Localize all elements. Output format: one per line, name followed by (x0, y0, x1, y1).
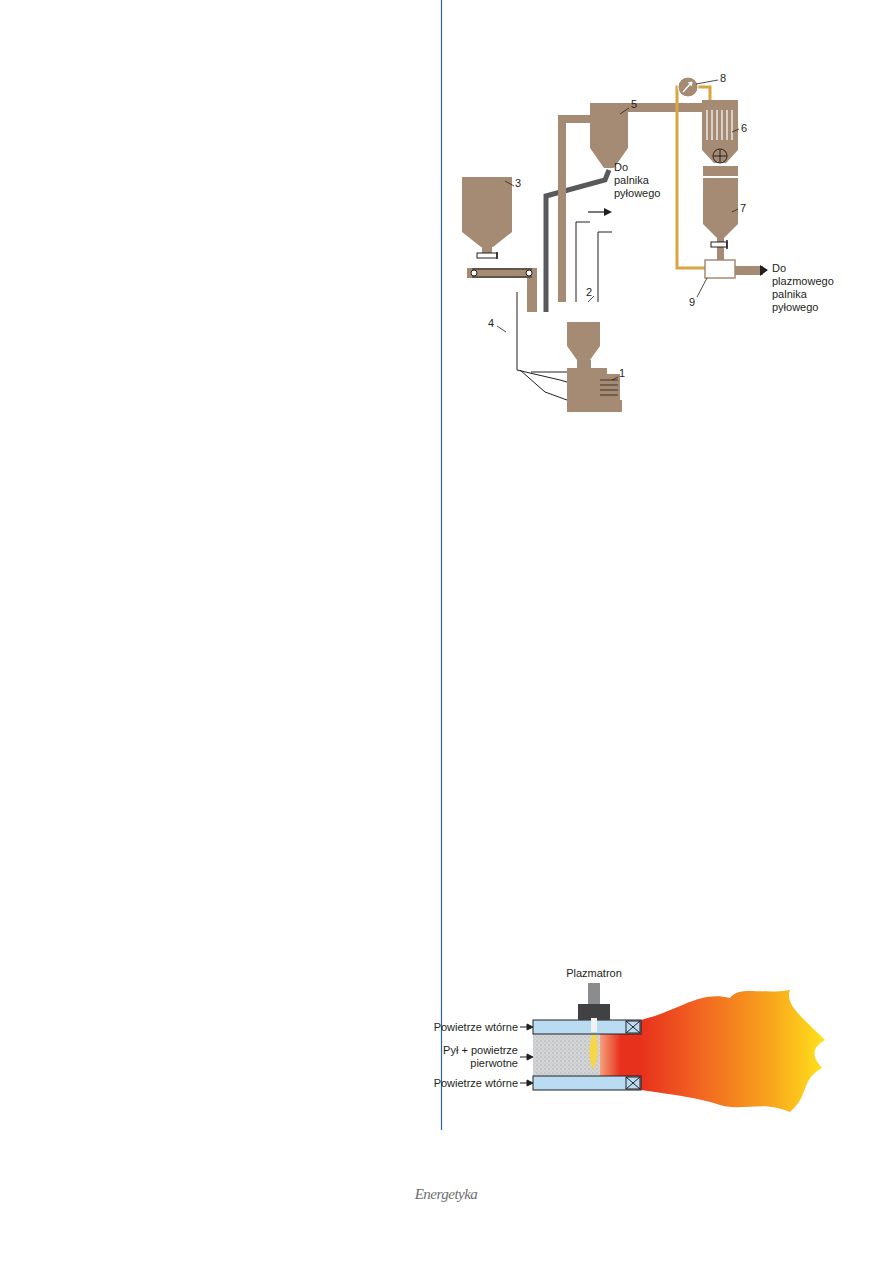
flow-label: Powietrze wtórne (434, 1077, 518, 1090)
callout-number: 8 (720, 72, 726, 85)
callout-number: 6 (741, 122, 747, 135)
callout-number: 5 (631, 98, 637, 111)
part-label: Plazmatron (566, 967, 622, 980)
filter-bag (726, 110, 727, 140)
callout-number: 4 (488, 317, 494, 330)
filter-bag (716, 110, 717, 140)
filter-bag (721, 110, 722, 140)
callout-number: 3 (515, 177, 521, 190)
callout-number: 9 (689, 296, 695, 309)
flow-label: Do plazmowego palnika pyłowego (772, 262, 834, 314)
flow-label: Powietrze wtórne (434, 1021, 518, 1034)
callout-number: 7 (740, 202, 746, 215)
flow-label: Do palnika pyłowego (614, 161, 660, 200)
filter-bag (711, 110, 712, 140)
filter-bag (706, 110, 707, 140)
filter-bag (731, 110, 732, 140)
callout-number: 1 (619, 367, 625, 380)
flow-label: Pył + powietrze pierwotne (434, 1044, 518, 1070)
logo-text: Energetyka (415, 1188, 478, 1201)
callout-number: 2 (586, 286, 592, 299)
